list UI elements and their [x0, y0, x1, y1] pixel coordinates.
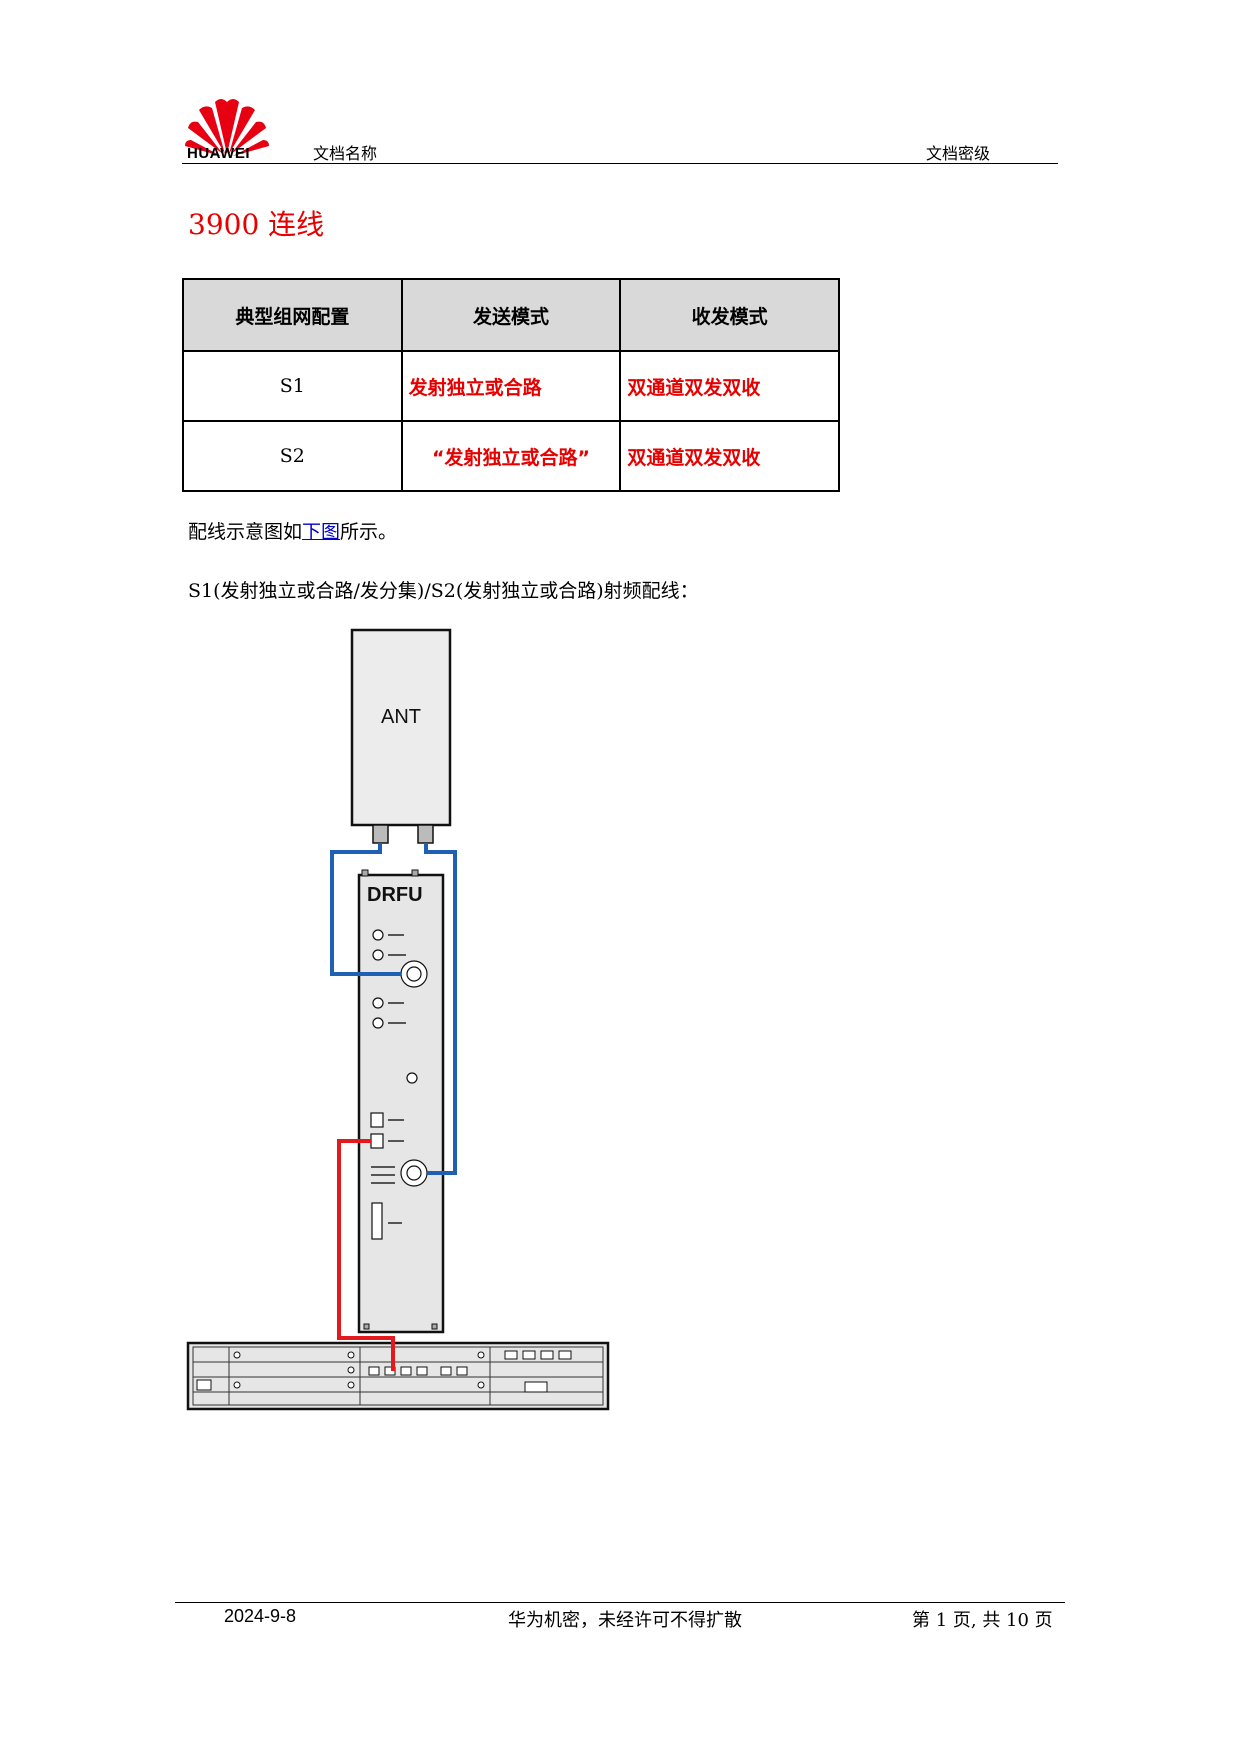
cell-txrx-mode: 双通道双发双收 — [619, 420, 840, 492]
table-row: S2 “发射独立或合路” 双通道双发双收 — [182, 420, 840, 492]
rf-wiring-caption: S1(发射独立或合路/发分集)/S2(发射独立或合路)射频配线： — [188, 580, 699, 602]
footer-confidential: 华为机密，未经许可不得扩散 — [508, 1610, 742, 1631]
footer-page-number: 第 1 页, 共 10 页 — [912, 1610, 1053, 1631]
red-cpri-cable — [337, 1139, 395, 1371]
document-level: 文档密级 — [926, 144, 991, 163]
drfu-unit: DRFU — [357, 869, 445, 1334]
ant-label: ANT — [381, 706, 421, 728]
table-header-row: 典型组网配置 发送模式 收发模式 — [182, 278, 840, 352]
footer-divider — [175, 1602, 1065, 1603]
cell-send-mode: 发射独立或合路 — [400, 350, 622, 422]
table-row: S1 发射独立或合路 双通道双发双收 — [182, 350, 840, 422]
drfu-label: DRFU — [367, 884, 423, 906]
para-text-after: 所示。 — [340, 521, 398, 543]
header-txrx-mode: 收发模式 — [619, 278, 840, 352]
bbu-unit — [186, 1341, 610, 1411]
document-name: 文档名称 — [313, 144, 378, 163]
huawei-logo-icon — [185, 99, 269, 156]
para-text-before: 配线示意图如 — [188, 521, 303, 543]
blue-rf-cables — [330, 843, 457, 1175]
rf-wiring-diagram: ANT DRFU — [186, 628, 610, 1411]
cell-txrx-mode: 双通道双发双收 — [619, 350, 840, 422]
section-title: 3900 连线 — [188, 208, 325, 241]
figure-link[interactable]: 下图 — [302, 521, 341, 543]
wiring-intro-paragraph: 配线示意图如下图所示。 — [188, 517, 397, 544]
cell-config: S2 — [182, 420, 403, 492]
brand-text: HUAWEI — [187, 145, 250, 162]
network-config-table: 典型组网配置 发送模式 收发模式 S1 发射独立或合路 双通道双发双收 S2 “… — [182, 278, 840, 492]
cell-config: S1 — [182, 350, 403, 422]
header-send-mode: 发送模式 — [400, 278, 622, 352]
antenna-unit: ANT — [350, 628, 452, 844]
footer-date: 2024-9-8 — [224, 1606, 297, 1626]
cell-send-mode: “发射独立或合路” — [400, 420, 622, 492]
header-config: 典型组网配置 — [182, 278, 403, 352]
header-divider — [182, 163, 1058, 164]
